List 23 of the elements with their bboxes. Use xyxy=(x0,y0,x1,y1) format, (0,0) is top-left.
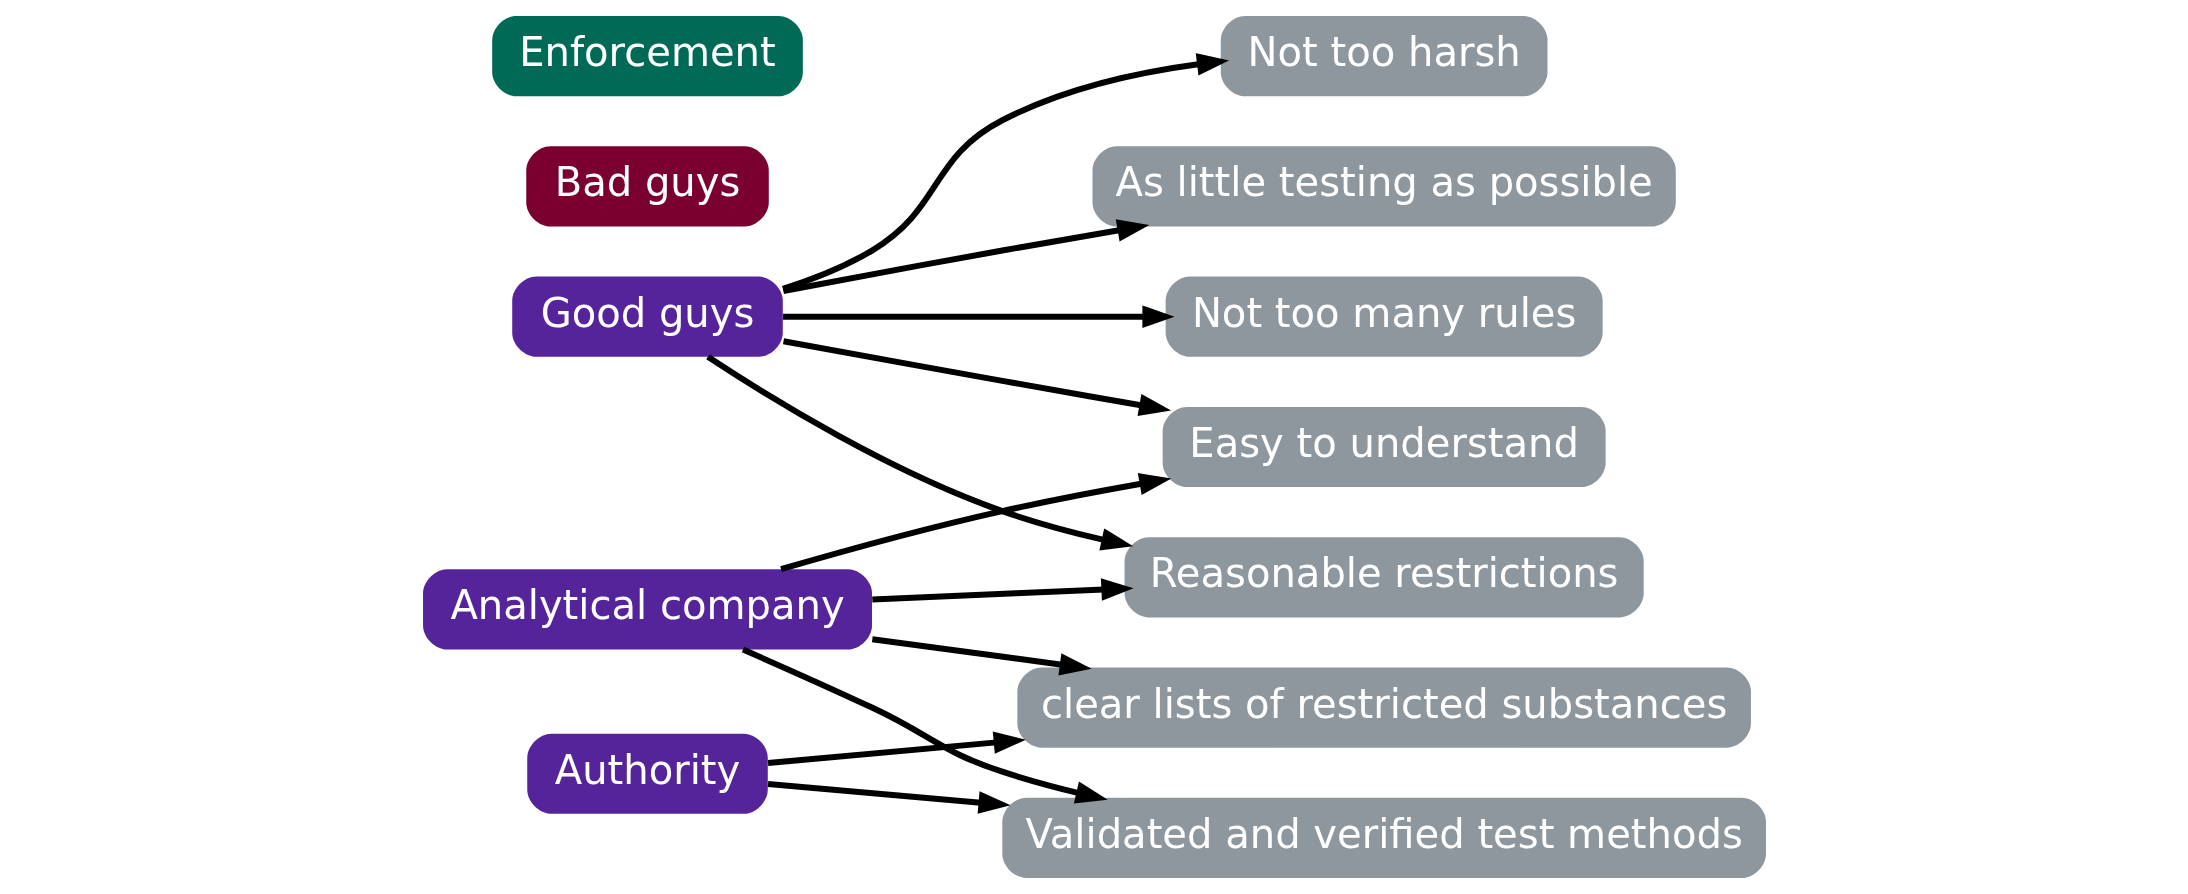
node-box: Not too many rules xyxy=(1165,276,1603,357)
arrow xyxy=(779,472,1171,573)
node-box: clear lists of restricted substances xyxy=(1016,667,1751,748)
node-box: Easy to understand xyxy=(1162,406,1606,488)
node-box: Not too harsh xyxy=(1220,16,1547,97)
node-box: As little testing as possible xyxy=(1092,146,1676,227)
node-box: Validated and verified test methods xyxy=(1001,797,1766,878)
arrow xyxy=(767,781,1011,814)
node-box: Good guys xyxy=(511,276,783,357)
node-box: Enforcement xyxy=(491,16,803,97)
node-box: Authority xyxy=(526,733,768,814)
node-box: Analytical company xyxy=(422,569,872,650)
arrow xyxy=(767,731,1026,766)
arrow xyxy=(782,219,1149,294)
node-box: Bad guys xyxy=(525,146,769,227)
arrow xyxy=(705,354,1133,551)
arrow xyxy=(741,646,1108,804)
arrow xyxy=(871,578,1133,603)
arrow xyxy=(871,636,1092,676)
arrow xyxy=(782,338,1171,417)
node-box: Reasonable restrictions xyxy=(1124,537,1644,618)
arrow xyxy=(781,53,1229,292)
arrow xyxy=(782,305,1175,328)
